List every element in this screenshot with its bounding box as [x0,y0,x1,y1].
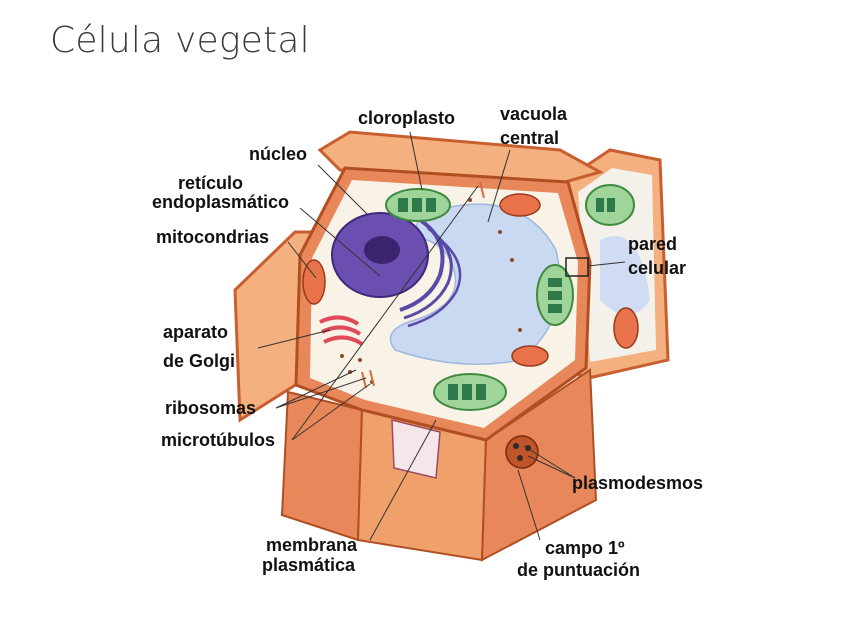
label-mitocondrias: mitocondrias [156,227,270,247]
label-pared-2: celular [628,258,687,278]
cell-wall-inset-box [565,257,589,277]
mitochondrion-left [302,259,326,305]
leader-lines [257,131,626,541]
label-plasmodesmos: plasmodesmos [572,473,704,493]
microtubules [361,181,485,389]
label-cloroplasto: cloroplasto [358,108,456,128]
label-pared-1: pared [628,234,678,254]
label-campo-1: campo 1º [545,538,625,558]
mitochondrion-neighbor [613,307,639,349]
label-vacuola-central-1: vacuola [500,104,568,124]
label-reticulo-1: retículo [178,173,244,193]
chloroplast-right [536,264,574,326]
label-ribosomas: ribosomas [165,398,257,418]
label-membrana-1: membrana [266,535,358,555]
label-campo-2: de puntuación [517,560,640,580]
label-golgi-1: aparato [163,322,229,342]
plasmodesmata [505,435,539,469]
mitochondrion-bottom [511,345,549,367]
label-vacuola-central-2: central [500,128,560,148]
chloroplast-neighbor [585,184,635,226]
slide-title: Célula vegetal [50,20,310,61]
golgi-apparatus [319,315,364,346]
label-membrana-2: plasmática [262,555,356,575]
chloroplast-bottom [433,373,507,411]
label-golgi-2: de Golgi [163,351,235,371]
nucleolus [364,236,400,264]
label-microtubulos: microtúbulos [161,430,276,450]
cell-wall-front-right [480,368,598,562]
label-reticulo-2: endoplasmático [152,192,290,212]
mitochondrion-top [499,193,541,217]
cell-wall-front-left [280,390,364,542]
neighbor-vacuole-right [600,236,650,315]
label-nucleo: núcleo [249,144,308,164]
chloroplast-top [385,188,451,222]
